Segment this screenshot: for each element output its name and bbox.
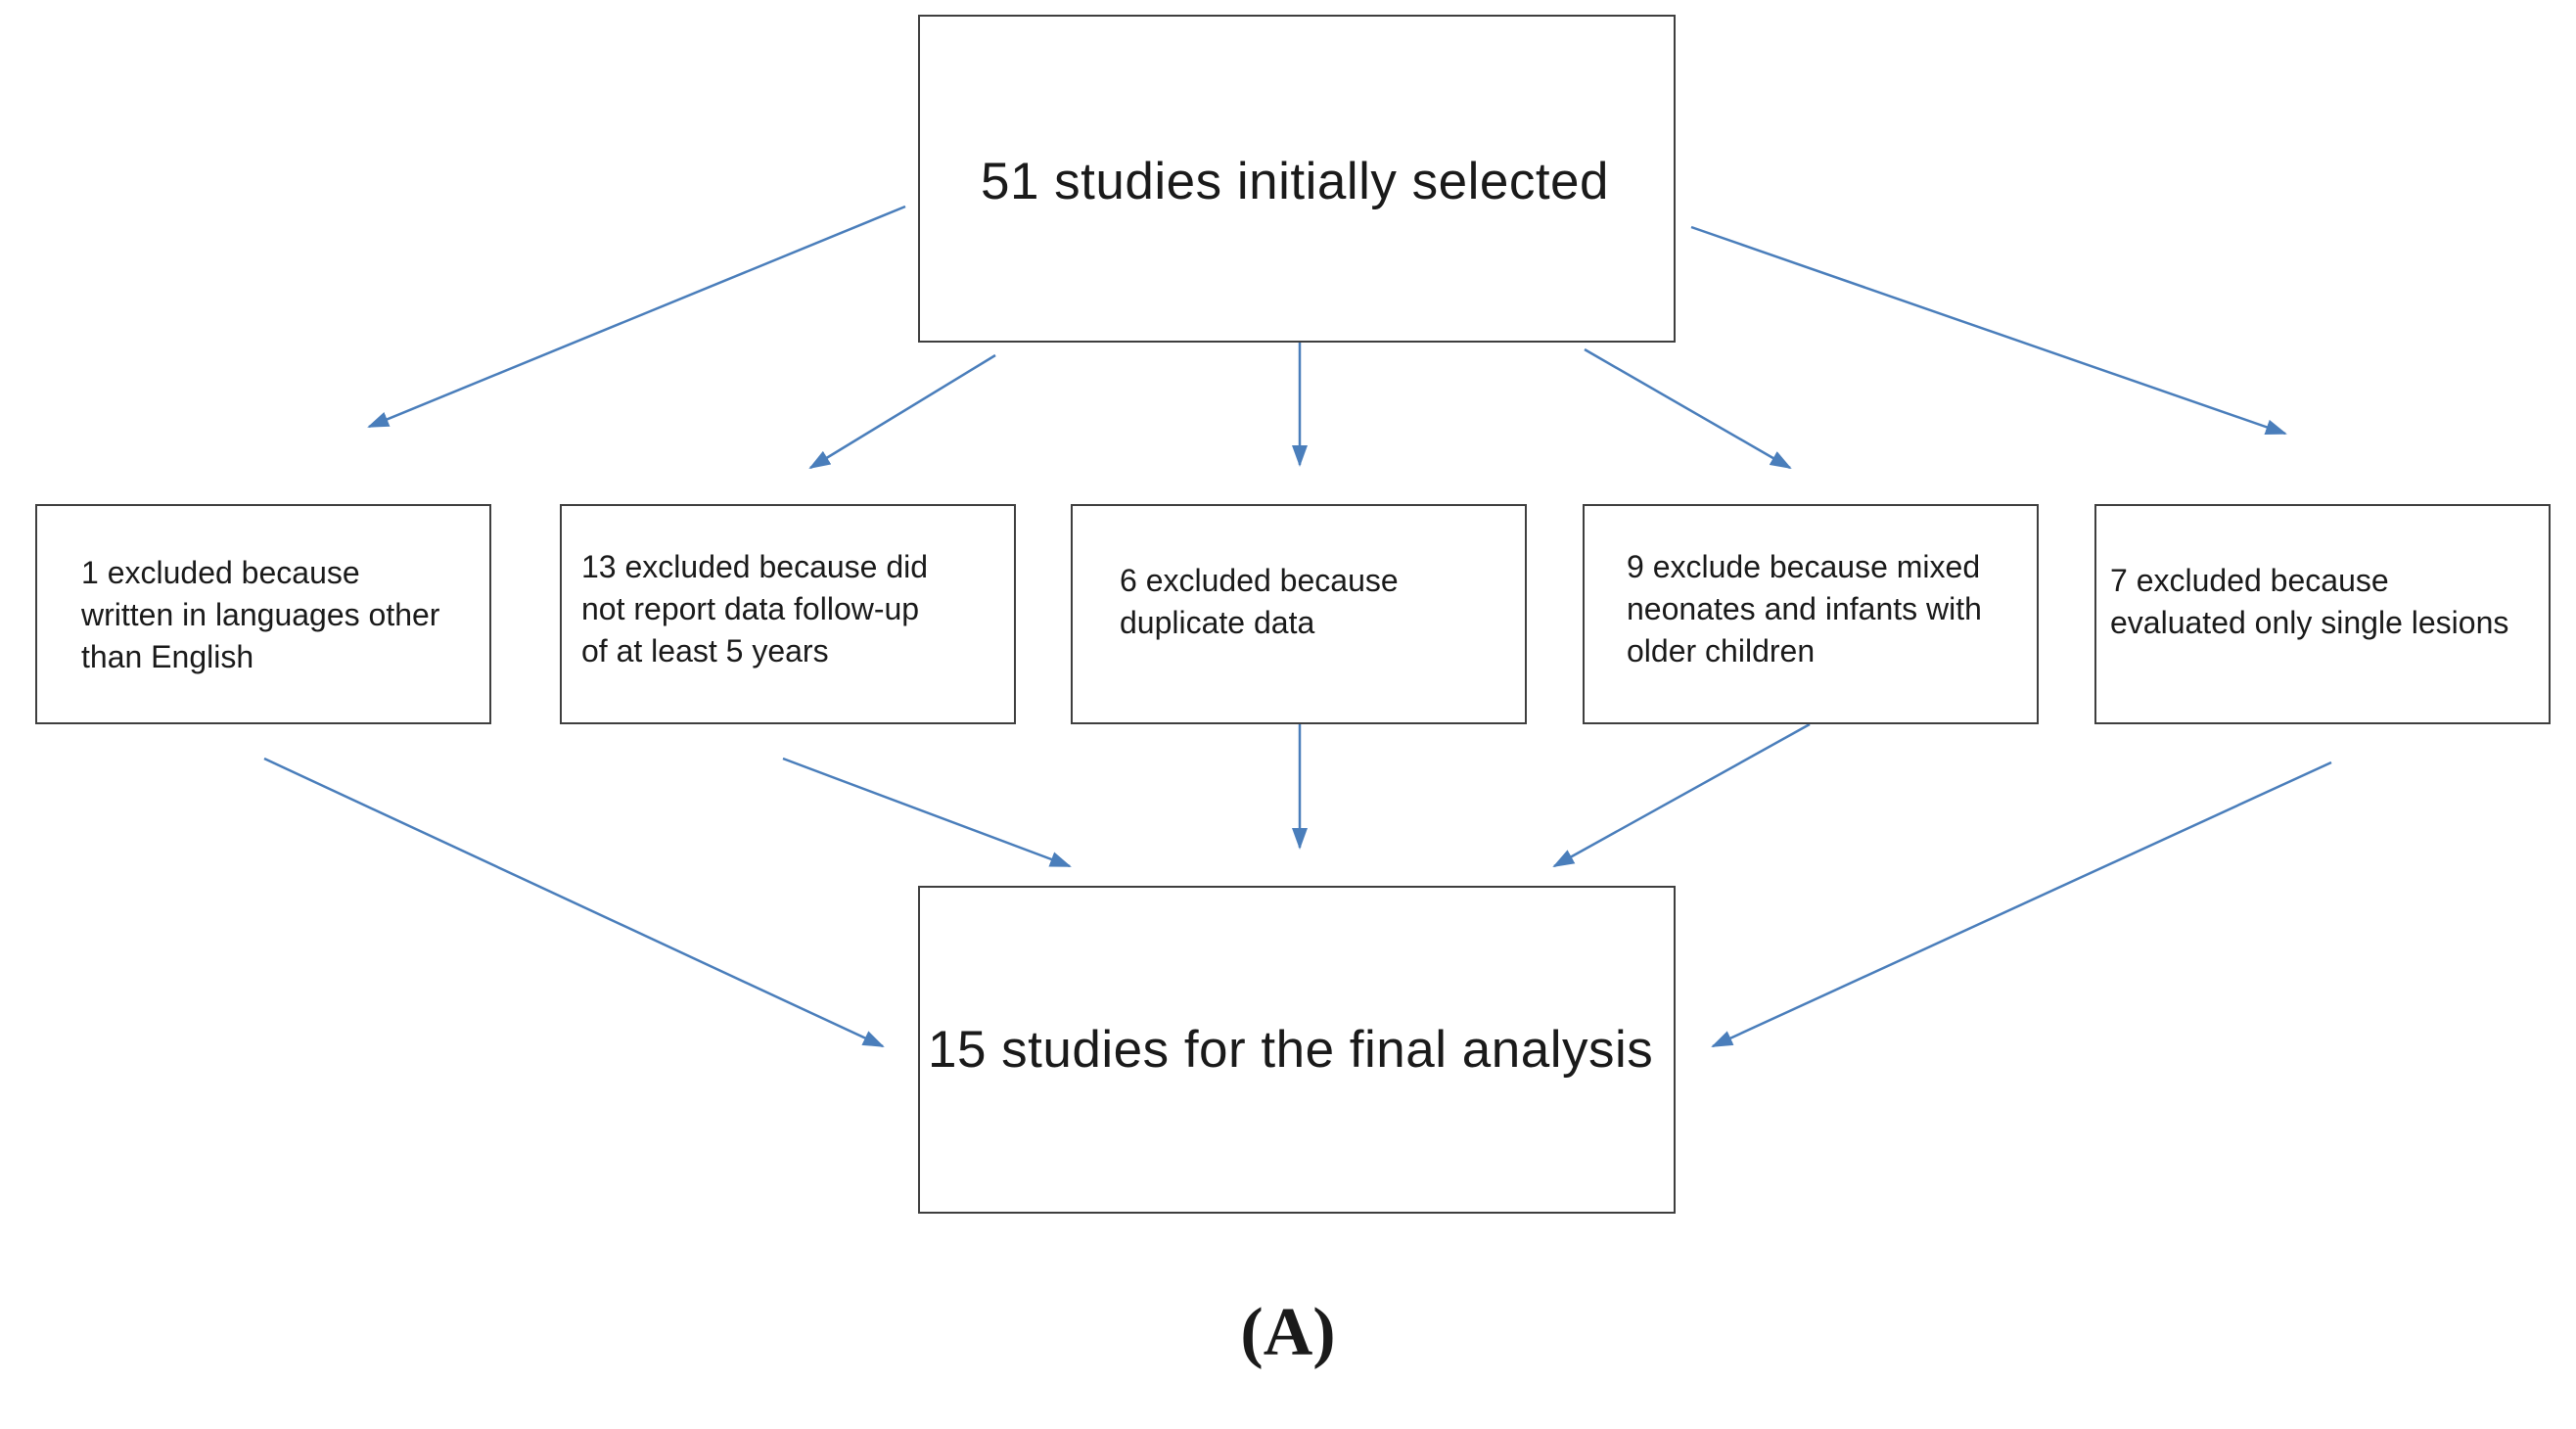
exclusion-line: 1 excluded because bbox=[81, 555, 360, 590]
initial-selection-text: 51 studies initially selected bbox=[981, 153, 1610, 210]
exclusion-line: 6 excluded because bbox=[1120, 563, 1399, 598]
arrow-top-to-exclusion-1 bbox=[367, 205, 906, 429]
exclusion-line: than English bbox=[81, 639, 254, 674]
final-analysis-box: 15 studies for the final analysis bbox=[918, 886, 1676, 1214]
arrow-exclusion-1-to-final bbox=[263, 757, 885, 1048]
arrow-exclusion-2-to-final bbox=[782, 757, 1072, 868]
figure-caption: (A) bbox=[1240, 1295, 1336, 1370]
arrow-exclusion-4-to-final bbox=[1552, 722, 1811, 868]
exclusion-line: neonates and infants with bbox=[1627, 591, 1982, 626]
exclusion-line: older children bbox=[1627, 633, 1816, 668]
exclusion-line: 9 exclude because mixed bbox=[1627, 549, 1981, 584]
exclusion-box-single-lesions: 7 excluded because evaluated only single… bbox=[2094, 504, 2551, 724]
exclusion-line: not report data follow-up bbox=[581, 591, 920, 626]
arrow-exclusion-5-to-final bbox=[1711, 761, 2332, 1048]
arrow-top-to-exclusion-2 bbox=[808, 353, 996, 470]
exclusion-line: duplicate data bbox=[1120, 605, 1315, 640]
exclusion-line: written in languages other bbox=[81, 597, 440, 632]
exclusion-line: 7 excluded because bbox=[2110, 563, 2389, 598]
exclusion-box-duplicate: 6 excluded because duplicate data bbox=[1071, 504, 1527, 724]
final-analysis-text: 15 studies for the final analysis bbox=[928, 1021, 1654, 1079]
initial-selection-box: 51 studies initially selected bbox=[918, 15, 1676, 343]
arrow-top-to-exclusion-5 bbox=[1690, 225, 2287, 436]
exclusion-line: 13 excluded because did bbox=[581, 549, 929, 584]
exclusion-line: evaluated only single lesions bbox=[2110, 605, 2509, 640]
exclusion-line: of at least 5 years bbox=[581, 633, 829, 668]
exclusion-box-languages: 1 excluded because written in languages … bbox=[35, 504, 491, 724]
exclusion-box-follow-up: 13 excluded because did not report data … bbox=[560, 504, 1016, 724]
exclusion-box-mixed-ages: 9 exclude because mixed neonates and inf… bbox=[1583, 504, 2039, 724]
arrow-top-to-exclusion-4 bbox=[1584, 347, 1792, 470]
